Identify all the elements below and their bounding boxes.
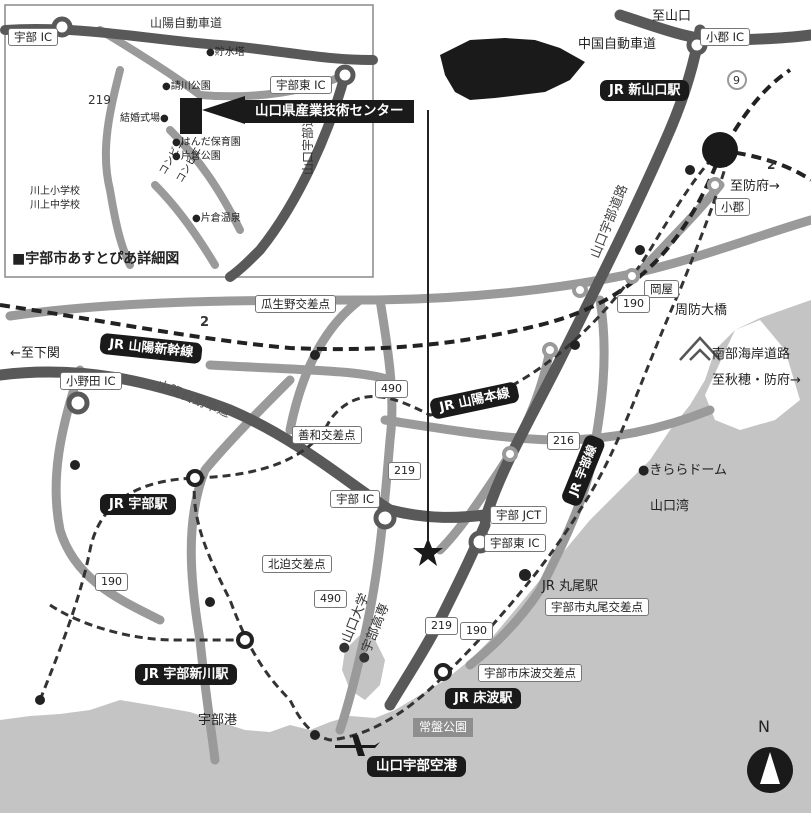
route-219-north-label: 219 [388, 462, 421, 480]
route-490-north-label: 490 [375, 380, 408, 398]
maruo-station-label: JR 丸尾駅 [542, 579, 598, 594]
route-2-east-label: 2 [767, 158, 776, 172]
inset-kawakami-jhs: 川上中学校 [30, 200, 80, 211]
onoda-line [49, 603, 245, 642]
inset-route-219: 219 [88, 93, 111, 107]
route-219-south-label: 219 [425, 617, 458, 635]
inset-katakura-onsen: ●片倉温泉 [192, 213, 241, 224]
bridge-icon [679, 336, 721, 361]
route-190-south-label: 190 [460, 622, 493, 640]
yamaguchi-ube-airport-label: 山口宇部空港 [367, 756, 466, 777]
route-9-label: 9 [733, 74, 740, 87]
ogori-label: 小郡 [715, 198, 750, 216]
nambu-kaigan-label: 南部海岸道路 [712, 347, 791, 362]
route-490-south-label: 490 [314, 590, 347, 608]
yamaguchi-bay-label: 山口湾 [650, 499, 690, 514]
uryuno-intersection-label: 瓜生野交差点 [255, 295, 336, 313]
route-190-east-label: 190 [617, 295, 650, 313]
route-190-west-label: 190 [95, 573, 128, 591]
inset-water-tower: ●貯水塔 [206, 47, 245, 58]
to-shimonoseki-label: ←至下関 [10, 346, 60, 361]
to-hofu-label: 至防府→ [730, 179, 780, 194]
inset-ube-ic-label: 宇部 IC [8, 28, 59, 46]
ube-station-label: JR 宇部駅 [100, 494, 177, 515]
chugoku-expressway-label: 中国自動車道 [578, 37, 657, 52]
route-shields [727, 70, 747, 90]
suo-peninsula [705, 320, 800, 430]
ube-jct-label: 宇部 JCT [490, 506, 548, 524]
inset-kawakami-elem: 川上小学校 [30, 186, 80, 197]
station-dot-ube-shinkawa [236, 631, 254, 649]
station-dot-maruo [519, 569, 531, 581]
inset-seisen-park: ●請川公園 [162, 81, 211, 92]
suo-bridge-label: 周防大橋 [675, 303, 728, 318]
zenwa-intersection-label: 善和交差点 [292, 426, 362, 444]
route-216-label: 216 [547, 432, 580, 450]
ube-higashi-ic-label: 宇部東 IC [484, 534, 546, 552]
inset-sanyo-expressway-label: 山陽自動車道 [150, 16, 223, 30]
north-label: N [758, 717, 770, 736]
tokonami-intersection-label: 宇部市床波交差点 [478, 664, 582, 682]
kirara-dome-label: ●きららドーム [638, 463, 727, 478]
destination-star-icon [413, 538, 443, 566]
station-dot-tokonami [434, 663, 452, 681]
sea [0, 300, 811, 813]
road-junction-rings [502, 177, 723, 462]
maruo-intersection-label: 宇部市丸尾交差点 [545, 598, 649, 616]
prefecture-location-marker [474, 86, 486, 96]
north-arrow-icon [760, 752, 780, 784]
prefecture-silhouette [440, 38, 585, 100]
inset-handa-nursery: ●はんだ保育園 [172, 137, 241, 148]
ube-port-label: 宇部港 [198, 713, 238, 728]
industrial-tech-center-callout: 山口県産業技術センター [245, 100, 414, 123]
station-dot-shin-yamaguchi [702, 132, 738, 168]
tokonami-station-label: JR 床波駅 [445, 688, 522, 709]
inset-wedding-hall: 結婚式場● [120, 113, 169, 124]
inset-panel [0, 4, 378, 282]
ube-shinkawa-station-label: JR 宇部新川駅 [135, 664, 238, 685]
onoda-ic-label: 小野田 IC [60, 372, 122, 390]
to-akiho-label: 至秋穂・防府→ [712, 373, 801, 388]
tokiwa-park-label: 常盤公園 [413, 718, 474, 737]
ube-ic-label: 宇部 IC [330, 490, 381, 508]
inset-ube-higashi-ic-label: 宇部東 IC [270, 76, 332, 94]
ogori-ic-label: 小郡 IC [700, 28, 751, 46]
inset-title: ■宇部市あすとぴあ詳細図 [12, 251, 180, 267]
kitasako-intersection-label: 北迫交差点 [262, 555, 332, 573]
airplane-icon [335, 735, 380, 756]
inset-katakura-park: ●片倉公園 [172, 151, 221, 162]
sanyo-main-line [38, 148, 722, 701]
route-2-west-label: 2 [200, 315, 210, 330]
to-yamaguchi-label: 至山口 [652, 9, 692, 24]
station-dot-ube [186, 469, 204, 487]
minor-station-dots [35, 165, 695, 740]
shin-yamaguchi-station-label: JR 新山口駅 [600, 80, 690, 101]
okaya-label: 岡屋 [644, 280, 679, 298]
inset-site-block [180, 98, 202, 134]
